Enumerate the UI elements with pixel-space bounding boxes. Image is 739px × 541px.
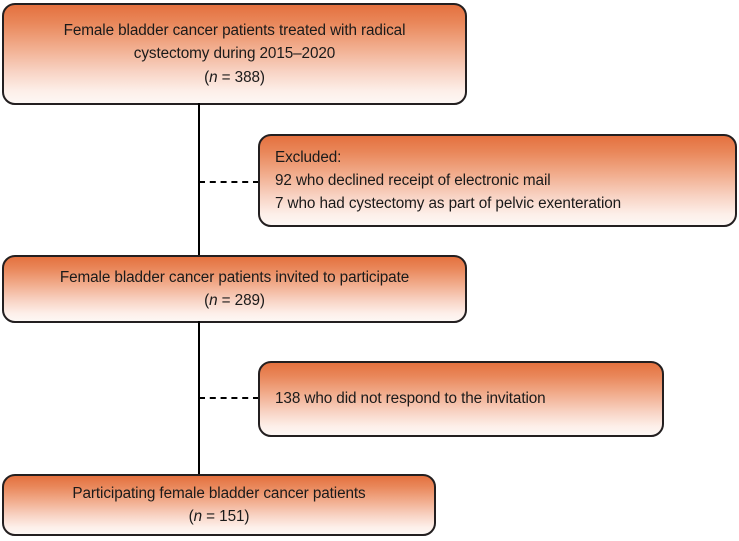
flow-node-nonresponders-line-1: 138 who did not respond to the invitatio… [275,390,546,408]
flow-node-excluded-line-3: 7 who had cystectomy as part of pelvic e… [275,195,622,213]
connector-dashed-to-nonresponders [199,397,259,399]
flow-node-invited-count-prefix: ( [204,292,210,309]
flow-node-enrolled: Female bladder cancer patients treated w… [2,3,467,105]
flow-node-invited-count-value: = 289) [217,292,265,309]
flow-node-participating: Participating female bladder cancer pati… [2,474,436,536]
flow-node-invited-count-symbol: n [209,292,218,309]
flow-node-participating-line-1: Participating female bladder cancer pati… [72,484,366,502]
flow-node-enrolled-count: (n = 388) [204,66,265,89]
flow-node-invited: Female bladder cancer patients invited t… [2,255,467,323]
flow-node-invited-count: (n = 289) [204,289,265,312]
flow-node-excluded-line-1: Excluded: [275,148,342,166]
flow-node-participating-count-symbol: n [193,508,203,525]
flow-node-excluded-line-2: 92 who declined receipt of electronic ma… [275,171,551,189]
flow-node-enrolled-line-1: Female bladder cancer patients treated w… [63,22,406,40]
flow-node-invited-line-1: Female bladder cancer patients invited t… [59,268,410,286]
connector-dashed-to-excluded [199,181,259,183]
flow-node-nonresponders: 138 who did not respond to the invitatio… [258,361,664,437]
flow-node-participating-count-prefix: ( [188,508,194,525]
flow-node-enrolled-count-symbol: n [209,68,218,86]
flow-node-excluded: Excluded: 92 who declined receipt of ele… [258,134,737,227]
flow-node-participating-count-value: = 151) [202,508,250,525]
flow-node-participating-count: (n = 151) [189,505,250,528]
connector-enrolled-to-invited [198,103,201,256]
flow-node-enrolled-count-prefix: ( [204,68,210,86]
flow-node-enrolled-line-2: cystectomy during 2015–2020 [133,45,336,63]
flow-node-enrolled-count-value: = 388) [217,68,265,86]
